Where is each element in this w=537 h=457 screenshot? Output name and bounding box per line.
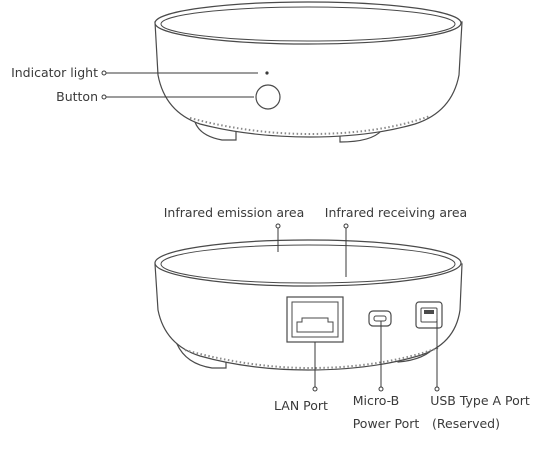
micro-b-port: [368, 310, 392, 327]
micro-b-port-label-line1: Micro-B: [353, 393, 400, 408]
bottom-device-top-rim: [154, 239, 462, 287]
usb-a-port: [415, 301, 443, 329]
bottom-device-speaker-grille: [184, 347, 439, 370]
usb-a-port-label-line1: USB Type A Port: [430, 393, 530, 408]
lan-port-inner: [291, 301, 339, 338]
button-leader-dot: [101, 94, 107, 100]
micro-b-port-label-line2: Power Port: [353, 416, 420, 431]
indicator-light-label: Indicator light: [11, 65, 98, 80]
top-device-top-rim: [154, 1, 462, 45]
micro-b-port-socket: [373, 315, 387, 322]
lan-port: [286, 296, 344, 343]
usb-a-port-tongue: [424, 310, 434, 314]
usb-a-port-label-line2: (Reserved): [432, 416, 500, 431]
infrared-receiving-label: Infrared receiving area: [325, 205, 467, 220]
lan-port-frame: [286, 296, 344, 343]
top-device-body: [154, 21, 463, 138]
indicator-light: [265, 71, 269, 75]
usb-a-port-frame: [415, 301, 443, 329]
lan-port-jack: [296, 317, 334, 333]
usb-a-port-socket: [420, 307, 438, 323]
micro-b-port-leader-dot: [378, 386, 384, 392]
infrared-emission-leader-dot: [275, 223, 281, 229]
top-device-foot-left: [194, 121, 237, 141]
usb-a-port-leader-dot: [434, 386, 440, 392]
infrared-emission-label: Infrared emission area: [164, 205, 305, 220]
bottom-device-top-inner-rim: [160, 244, 456, 284]
lan-port-label: LAN Port: [274, 398, 328, 413]
top-device: Indicator light Button: [11, 1, 463, 143]
bottom-device: Infrared emission area Infrared receivin…: [154, 205, 530, 431]
device-button[interactable]: [255, 84, 281, 110]
lan-port-leader-dot: [312, 386, 318, 392]
indicator-light-leader-dot: [101, 70, 107, 76]
top-device-speaker-grille: [189, 115, 431, 136]
infrared-receiving-leader-dot: [343, 223, 349, 229]
top-device-top-inner-rim: [160, 6, 456, 42]
micro-b-port-frame: [368, 310, 392, 327]
button-label: Button: [56, 89, 98, 104]
